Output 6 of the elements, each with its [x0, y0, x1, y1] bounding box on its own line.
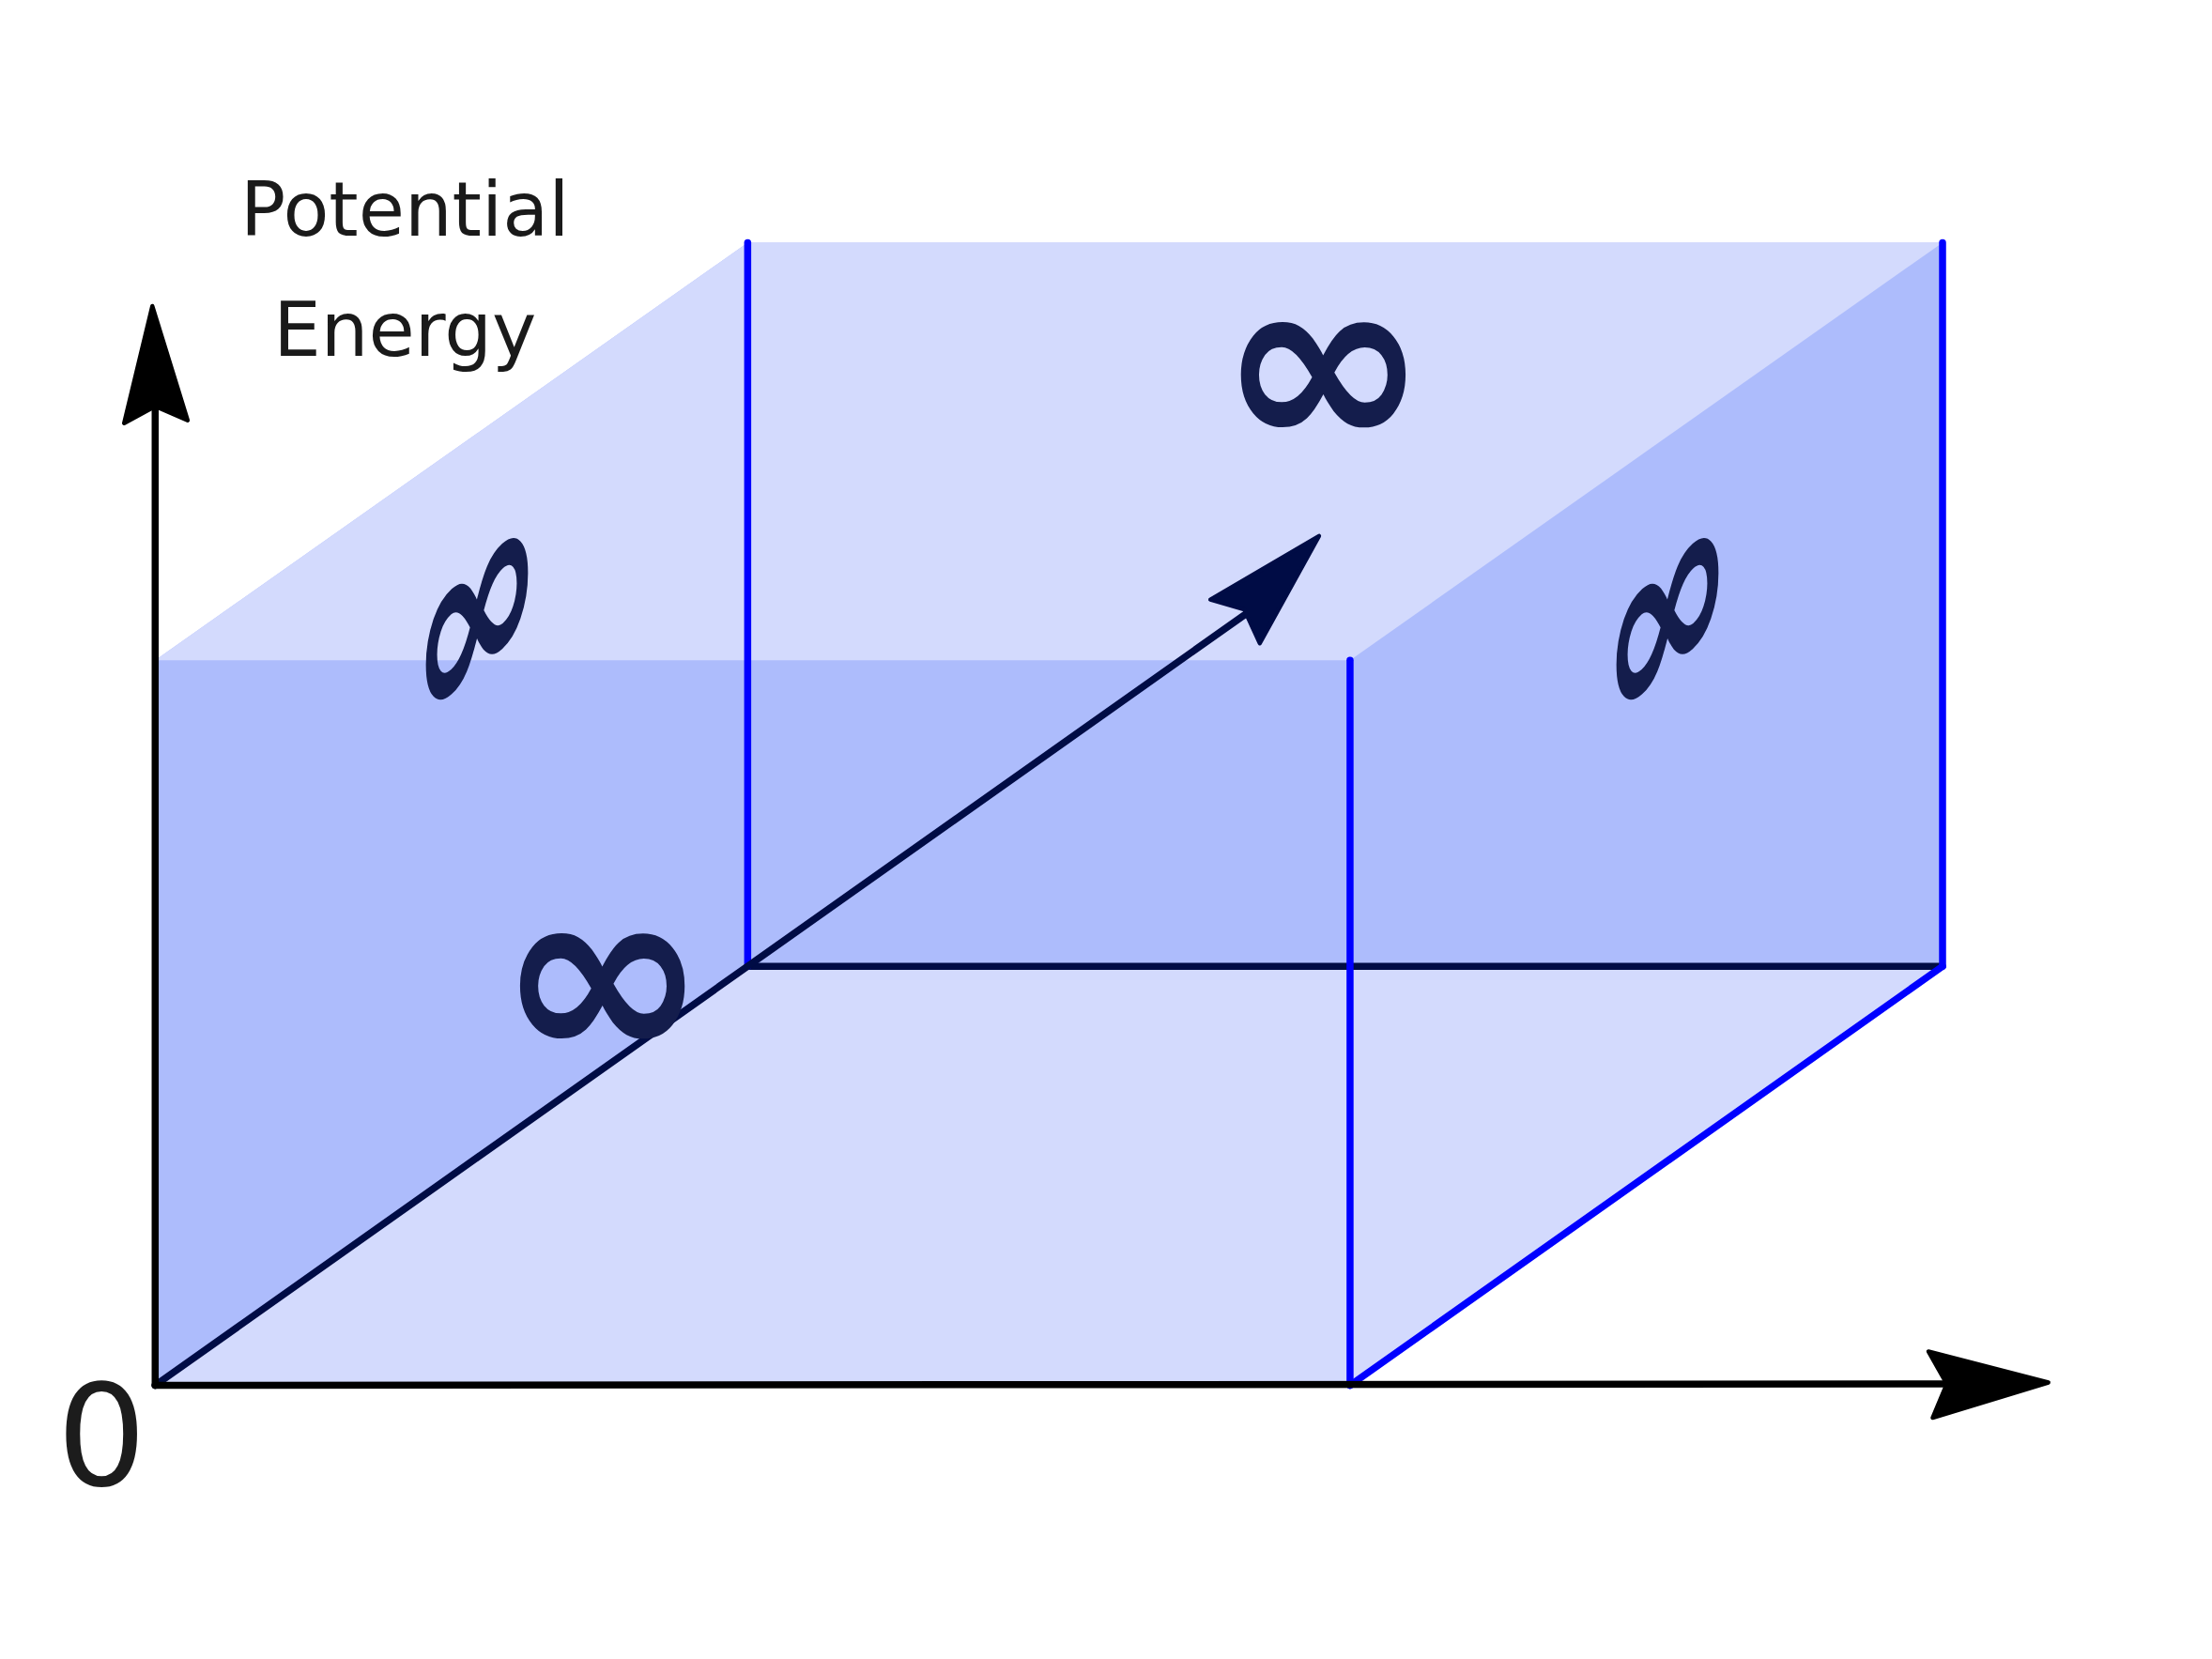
infinity-symbol: ∞	[411, 484, 543, 730]
infinity-symbol: ∞	[1602, 484, 1733, 730]
infinity-symbol: ∞	[1217, 299, 1429, 426]
infinity-symbol: ∞	[497, 910, 709, 1037]
axis-label: Potential Energy	[239, 165, 571, 376]
origin-label: 0	[56, 1365, 146, 1507]
